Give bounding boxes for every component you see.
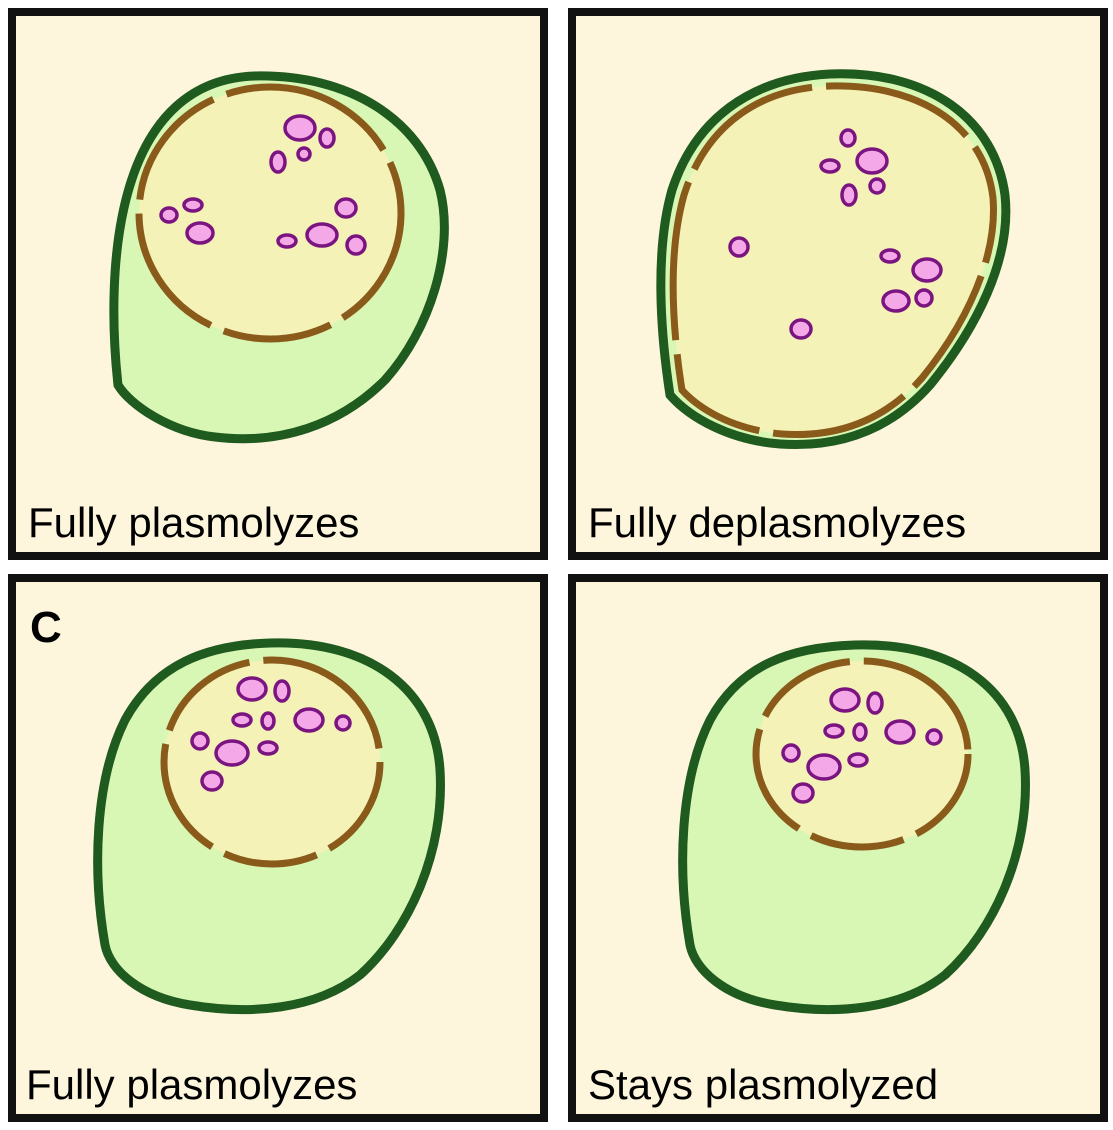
panel-caption: Stays plasmolyzed — [588, 1061, 938, 1108]
organelle — [200, 770, 224, 792]
plasma-membrane — [669, 82, 997, 439]
organelle — [847, 752, 869, 768]
organelle — [839, 128, 857, 148]
organelle — [879, 248, 901, 264]
organelle — [334, 714, 352, 732]
organelle — [236, 676, 268, 702]
organelle — [884, 719, 916, 745]
organelle — [231, 712, 253, 728]
organelle — [781, 743, 801, 763]
organelle — [789, 318, 813, 340]
organelle — [190, 731, 210, 751]
protoplast — [139, 87, 401, 339]
organelle — [881, 289, 911, 313]
organelle — [305, 222, 339, 248]
panel-top-right: Fully deplasmolyzes — [568, 8, 1108, 560]
protoplast — [673, 85, 994, 435]
organelle — [182, 197, 204, 213]
organelles — [728, 128, 943, 340]
organelle — [829, 687, 861, 713]
organelle — [911, 257, 943, 283]
organelle — [345, 234, 367, 256]
organelle — [840, 183, 858, 207]
protoplast — [164, 660, 380, 864]
organelle — [283, 114, 317, 142]
organelles — [159, 114, 367, 256]
organelle — [214, 739, 250, 767]
organelle — [855, 147, 889, 175]
panel-letter: C — [30, 603, 62, 652]
plasma-membrane — [752, 657, 972, 851]
organelle — [318, 127, 336, 149]
panel-caption: Fully plasmolyzes — [26, 1061, 357, 1108]
organelles — [190, 676, 352, 792]
organelle — [276, 233, 298, 249]
organelle — [866, 691, 884, 715]
organelle — [269, 150, 287, 174]
panel-caption: Fully plasmolyzes — [28, 499, 359, 546]
plasma-membrane — [160, 656, 384, 868]
organelle — [868, 177, 886, 195]
organelle — [925, 728, 943, 746]
organelle — [334, 197, 358, 219]
organelle — [852, 722, 868, 742]
organelle — [296, 146, 312, 162]
organelle — [728, 236, 750, 258]
organelle — [273, 679, 291, 703]
organelle — [806, 753, 842, 781]
organelle — [257, 740, 279, 756]
panel-caption: Fully deplasmolyzes — [588, 499, 966, 546]
panel-top-left: Fully plasmolyzes — [8, 8, 548, 560]
organelle — [914, 288, 934, 308]
panel-bottom-left: C Fully plasmolyzes — [8, 574, 548, 1122]
organelle — [819, 158, 841, 174]
organelle — [185, 221, 215, 245]
plasma-membrane — [135, 83, 405, 343]
panel-bottom-right: Stays plasmolyzed — [568, 574, 1108, 1122]
organelle — [293, 707, 325, 733]
organelle — [260, 711, 276, 731]
organelles — [781, 687, 943, 804]
organelle — [159, 206, 179, 224]
organelle — [823, 723, 845, 739]
organelle — [791, 782, 815, 804]
